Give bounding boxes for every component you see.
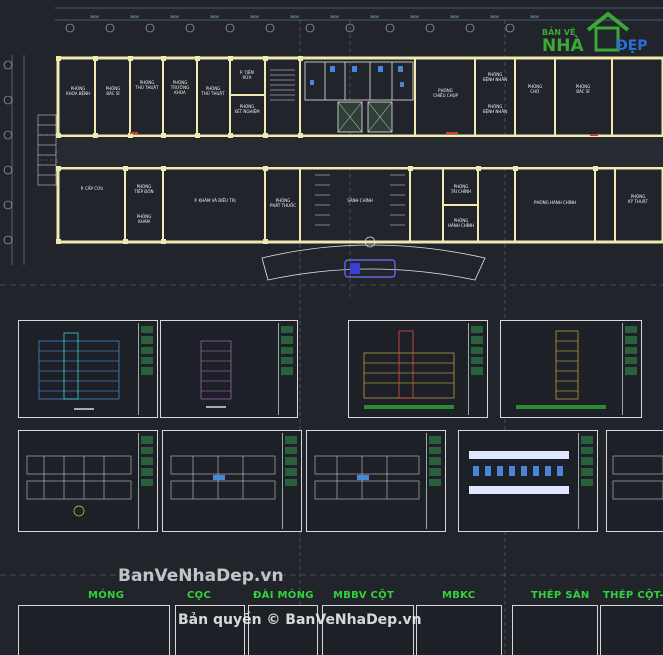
room-label: PHÒNG HÀNH CHÍNH xyxy=(448,218,474,228)
room-label: PHÒNG TRƯỞNG KHOA xyxy=(170,80,190,95)
room-label: PHÒNG THỦ THUẬT xyxy=(135,80,159,90)
house-icon xyxy=(586,11,630,52)
drawing-sheet-floor-plan-1[interactable] xyxy=(18,430,158,532)
label-coc: CỌC xyxy=(187,590,212,601)
drawing-sheet-piles[interactable] xyxy=(175,605,245,655)
room-label: PHÒNG BÁC SĨ xyxy=(105,86,121,96)
svg-text:3600: 3600 xyxy=(130,15,139,19)
drawing-sheet-section-2[interactable] xyxy=(500,320,642,418)
svg-text:3600: 3600 xyxy=(490,15,499,19)
room-label: PHÒNG HÀNH CHÍNH xyxy=(534,200,576,205)
svg-text:3600: 3600 xyxy=(290,15,299,19)
room-label: P. KHÁM VÀ ĐIỀU TRỊ xyxy=(194,198,236,203)
logo-nha-text: NHÀ xyxy=(542,36,584,56)
svg-text:3600: 3600 xyxy=(330,15,339,19)
drawing-sheet-elevation-2[interactable] xyxy=(160,320,298,418)
room-label: PHÒNG TIẾP ĐÓN xyxy=(134,184,154,194)
room-label: PHÒNG TÀI CHÍNH xyxy=(450,184,472,194)
drawing-sheet-column-steel[interactable] xyxy=(600,605,663,655)
logo-top-text: BẢN VẼ xyxy=(542,28,576,37)
room-label: PHÒNG BÁC SĨ xyxy=(575,84,591,94)
drawing-sheet-floor-plan-5[interactable] xyxy=(606,430,663,532)
room-label: PHÒNG KHÁM xyxy=(136,214,152,224)
svg-text:3600: 3600 xyxy=(450,15,459,19)
drawing-sheet-pile-caps[interactable] xyxy=(248,605,318,655)
room-label: P. CẤP CỨU xyxy=(80,186,104,191)
watermark-copyright: Bản quyền © BanVeNhaDep.vn xyxy=(178,612,422,628)
brand-logo: BẢN VẼ NHÀ ĐẸP xyxy=(540,8,658,56)
drawing-sheet-floor-plan-4[interactable] xyxy=(458,430,598,532)
room-label: PHÒNG KỸ THUẬT xyxy=(628,194,648,204)
svg-text:3600: 3600 xyxy=(410,15,419,19)
room-label: PHÒNG CHỜ xyxy=(527,84,543,94)
drawing-sheet-structure-plan[interactable] xyxy=(416,605,502,655)
room-label: SẢNH CHÍNH xyxy=(347,198,373,203)
drawing-sheet-section-1[interactable] xyxy=(348,320,488,418)
room-label: PHÒNG PHÁT THUỐC xyxy=(270,198,296,208)
drawing-sheet-foundation[interactable] xyxy=(18,605,170,655)
room-label: PHÒNG XÉT NGHIỆM xyxy=(234,104,260,114)
room-label: PHÒNG BỆNH NHÂN xyxy=(482,104,508,114)
svg-text:3600: 3600 xyxy=(530,15,539,19)
svg-text:3600: 3600 xyxy=(370,15,379,19)
drawing-sheet-column-layout[interactable] xyxy=(322,605,414,655)
room-label: PHÒNG THỦ THUẬT xyxy=(201,86,225,96)
svg-text:3600: 3600 xyxy=(90,15,99,19)
label-thep-san: THÉP SÀN xyxy=(531,590,590,601)
drawing-sheet-slab-steel[interactable] xyxy=(512,605,598,655)
label-mbkc: MBKC xyxy=(442,590,476,601)
logo-dep-text: ĐẸP xyxy=(616,38,648,54)
label-dai-mong: ĐÀI MÓNG xyxy=(253,590,314,601)
room-label: PHÒNG KHOA BỆNH xyxy=(66,86,90,96)
drawing-sheet-floor-plan-3[interactable] xyxy=(306,430,446,532)
svg-text:3600: 3600 xyxy=(210,15,219,19)
label-mong: MÓNG xyxy=(88,590,125,601)
svg-text:3600: 3600 xyxy=(170,15,179,19)
watermark-main: BanVeNhaDep.vn xyxy=(118,566,284,586)
label-thep-cot: THÉP CỘT-VÁC xyxy=(603,590,663,601)
drawing-sheet-elevation-1[interactable] xyxy=(18,320,158,418)
room-label: PHÒNG BỆNH NHÂN xyxy=(482,72,508,82)
room-label: P. TIÊM RỬA xyxy=(240,70,254,80)
drawing-sheet-floor-plan-2[interactable] xyxy=(162,430,302,532)
room-label: PHÒNG CHIẾU CHỤP xyxy=(433,88,458,98)
label-mbbv-cot: MBBV CỘT xyxy=(333,590,395,601)
svg-text:3600: 3600 xyxy=(250,15,259,19)
